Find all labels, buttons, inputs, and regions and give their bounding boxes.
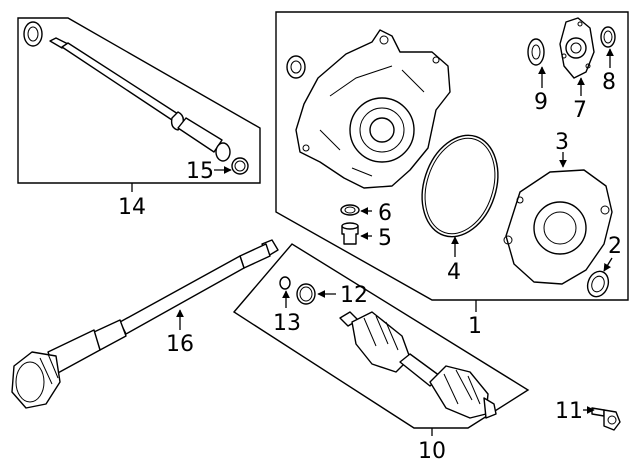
- part-ring-12: [296, 283, 316, 305]
- callout-11: 11: [555, 399, 583, 424]
- callout-4: 4: [447, 260, 461, 285]
- part-ring-6: [340, 204, 360, 216]
- callout-14: 14: [118, 195, 146, 220]
- callout-15: 15: [186, 159, 214, 184]
- part-gasket-4: [421, 134, 499, 238]
- part-cover-3: [503, 169, 613, 285]
- callout-3: 3: [555, 130, 569, 155]
- part-seal-8: [600, 26, 616, 48]
- part-axle-shaft: [23, 21, 231, 162]
- part-seal-2: [586, 270, 610, 298]
- part-clip-13: [279, 276, 291, 290]
- callout-16: 16: [166, 332, 194, 357]
- part-plug-5: [341, 222, 359, 245]
- callout-10: 10: [418, 439, 446, 464]
- callout-12: 12: [340, 283, 368, 308]
- part-cv-axle-10: [339, 311, 497, 419]
- part-driveshaft-16: [11, 239, 279, 409]
- box-1-outline: [275, 11, 629, 301]
- callout-1: 1: [468, 314, 482, 339]
- part-flange-7: [559, 17, 595, 79]
- callout-labels: 1 2 3 4 5 6 7 8 9 10 11 12 13 14 15 16: [118, 70, 622, 464]
- callout-5: 5: [378, 226, 392, 251]
- part-differential-housing: [295, 29, 451, 189]
- callout-13: 13: [273, 311, 301, 336]
- leader-lines: [131, 48, 614, 436]
- part-seal-small-left: [286, 55, 306, 79]
- part-snap-ring-15: [231, 157, 249, 175]
- callout-7: 7: [573, 98, 587, 123]
- box-10-outline: [232, 243, 530, 429]
- part-seal-9: [527, 38, 545, 66]
- box-14-outline: [17, 17, 261, 184]
- part-bolt-11: [591, 407, 621, 431]
- callout-8: 8: [602, 70, 616, 95]
- callout-6: 6: [378, 201, 392, 226]
- callout-2: 2: [608, 234, 622, 259]
- callout-9: 9: [534, 90, 548, 115]
